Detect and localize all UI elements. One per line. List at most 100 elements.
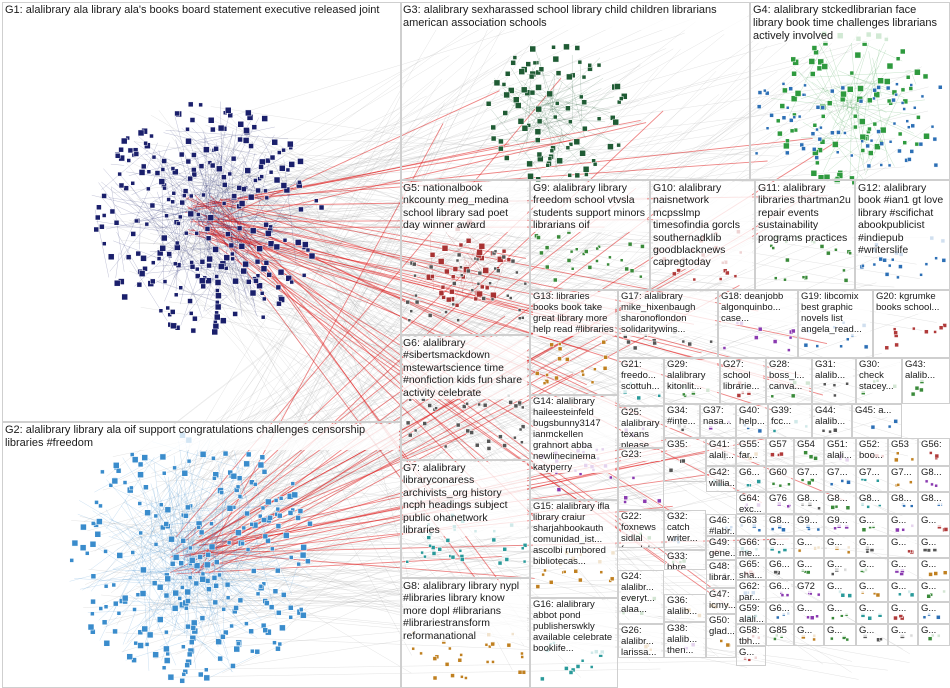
group-cell-g69: G6... [766,602,794,624]
group-label-g68: G6... [769,560,791,571]
group-cell-g86: G8... [888,492,918,514]
group-cell-g53: G53 [888,438,918,466]
group-label-g3: G3: alalibrary sexharassed school librar… [403,4,747,30]
group-label-g60: G60 [769,468,791,479]
group-cell-g80: G8... [918,466,950,492]
group-label-g6: G6: alalibrary #sibertsmackdown mstewart… [403,337,527,399]
group-label-g112: G... [859,604,885,615]
group-cell-g38: G38: alalib... then... [664,622,706,658]
group-cell-g5: G5: nationalbook nkcounty meg_medina sch… [400,180,530,335]
group-label-g16: G16: alalibrary abbot pond publisherswkl… [533,600,615,655]
group-label-g101: G... [797,560,821,571]
group-label-g93: G... [891,516,915,527]
group-label-g61: G6... [739,468,763,479]
group-cell-g42: G42: willia... [706,466,736,492]
group-label-g4: G4: alalibrary stckedlibrarian face libr… [753,4,947,43]
group-cell-g112: G... [856,602,888,624]
group-label-g25: G25: alalibrary texans please follow... [621,408,661,448]
group-cell-g118: G... [888,624,918,646]
group-cell-g27: G27: school librarie... [720,358,766,404]
group-cell-g85: G85 [766,624,794,646]
group-cell-g14: G14: alalibrary haileesteinfeld bugsbunn… [530,395,618,500]
group-label-g73: G7... [859,468,885,479]
group-cell-g32: G32: catch writer... [664,510,706,550]
group-cell-g24: G24: alalibr... everyt... alaa... [618,570,664,624]
group-cell-g108: G... [888,580,918,602]
group-label-g99: G... [891,538,915,549]
group-cell-g37: G37: nasa... [700,404,736,438]
group-label-g7: G7: alalibrary libraryconaress archivist… [403,462,527,536]
group-label-g48: G48: librar... [709,562,733,584]
group-label-g54: G54 [797,440,821,451]
group-cell-g58: G58: tbh... [736,624,766,646]
group-cell-g31: G31: alalib... [812,358,856,404]
group-cell-g97: G... [824,536,856,558]
group-label-g96: G... [797,538,821,549]
group-cell-g100: G... [918,536,950,558]
group-label-g103: G... [859,560,885,571]
group-label-g47: G47: icmy... [709,590,733,612]
group-label-g110: G... [797,604,821,615]
group-cell-g95: G... [766,536,794,558]
group-label-g82: G8... [827,494,853,505]
group-cell-g72: G72 [794,580,824,602]
group-cell-g105: G... [918,558,950,580]
group-label-g50: G50: glad... [709,616,733,638]
group-cell-g82: G8... [824,492,856,514]
group-cell-g16: G16: alalibrary abbot pond publisherswkl… [530,598,618,688]
group-cell-g119: G... [918,624,950,646]
group-label-g36: G36: alalib... [667,596,703,618]
group-cell-g114: G... [918,602,950,624]
group-label-g10: G10: alalibrary naisnetwork mcpsslmp tim… [653,182,752,269]
group-label-g2: G2: alalibrary library ala oif support c… [5,424,399,450]
group-cell-g44: G44: alalib... [812,404,852,438]
group-cell-g39: G39: fcc... [768,404,812,438]
group-cell-g101: G... [794,558,824,580]
group-cell-g73: G7... [856,466,888,492]
group-label-g46: G46: #labr... [709,516,733,536]
group-cell-g13: G13: libraries books book take great lib… [530,290,618,395]
group-label-g95: G... [769,538,791,549]
group-label-g13: G13: libraries books book take great lib… [533,292,615,336]
group-label-g63: G63 [739,516,763,527]
group-label-g65: G65: sha... [739,560,763,580]
group-label-g69: G6... [769,604,791,615]
group-cell-g103: G... [856,558,888,580]
group-label-g70: G7... [797,468,821,479]
group-cell-g48: G48: librar... [706,560,736,588]
group-cell-g28: G28: boss_l... canva... [766,358,812,404]
group-cell-g10: G10: alalibrary naisnetwork mcpsslmp tim… [650,180,755,290]
group-label-g22: G22: foxnews sidlal fraudul... [621,512,661,548]
group-label-g39: G39: fcc... [771,406,809,428]
group-cell-g107: G... [856,580,888,602]
group-cell-g19: G19: libcomix best graphic novels list a… [798,290,873,358]
group-label-g56: G56: [921,440,947,451]
group-cell-g55: G55: far... [736,438,766,466]
group-label-g43: G43: alalib... [905,360,947,382]
group-cell-g51: G51: alali... [824,438,856,466]
group-label-g17: G17: alalibrary mike_hixenbaugh sharonof… [621,292,715,336]
group-cell-g12: G12: alalibrary book #ian1 gt love libra… [855,180,950,290]
group-label-g51: G51: alali... [827,440,853,462]
group-label-g52: G52: boo... [859,440,885,462]
group-label-g23: G23: [621,450,661,461]
group-cell-g110: G... [794,602,824,624]
group-cell-g45: G45: a... [852,404,902,438]
group-cell-g111: G... [824,602,856,624]
group-cell-g49: G49: gene... [706,536,736,560]
group-label-g67: G6... [769,582,791,593]
group-label-g8: G8: alalibrary library nypl #libraries l… [403,580,527,642]
group-label-g19: G19: libcomix best graphic novels list a… [801,292,870,336]
group-cell-g60: G60 [766,466,794,492]
group-cell-g66: G66: me... [736,536,766,558]
group-cell-g52: G52: boo... [856,438,888,466]
group-cell-g61: G6... [736,466,766,492]
group-label-g55: G55: far... [739,440,763,462]
group-cell-g102: G... [824,558,856,580]
group-label-g38: G38: alalib... then... [667,624,703,657]
group-cell-g76: G76 [766,492,794,514]
group-label-g9: G9: alalibrary library freedom school vt… [533,182,647,232]
group-cell-g87: G8... [918,492,950,514]
group-label-g81: G8... [797,494,821,505]
